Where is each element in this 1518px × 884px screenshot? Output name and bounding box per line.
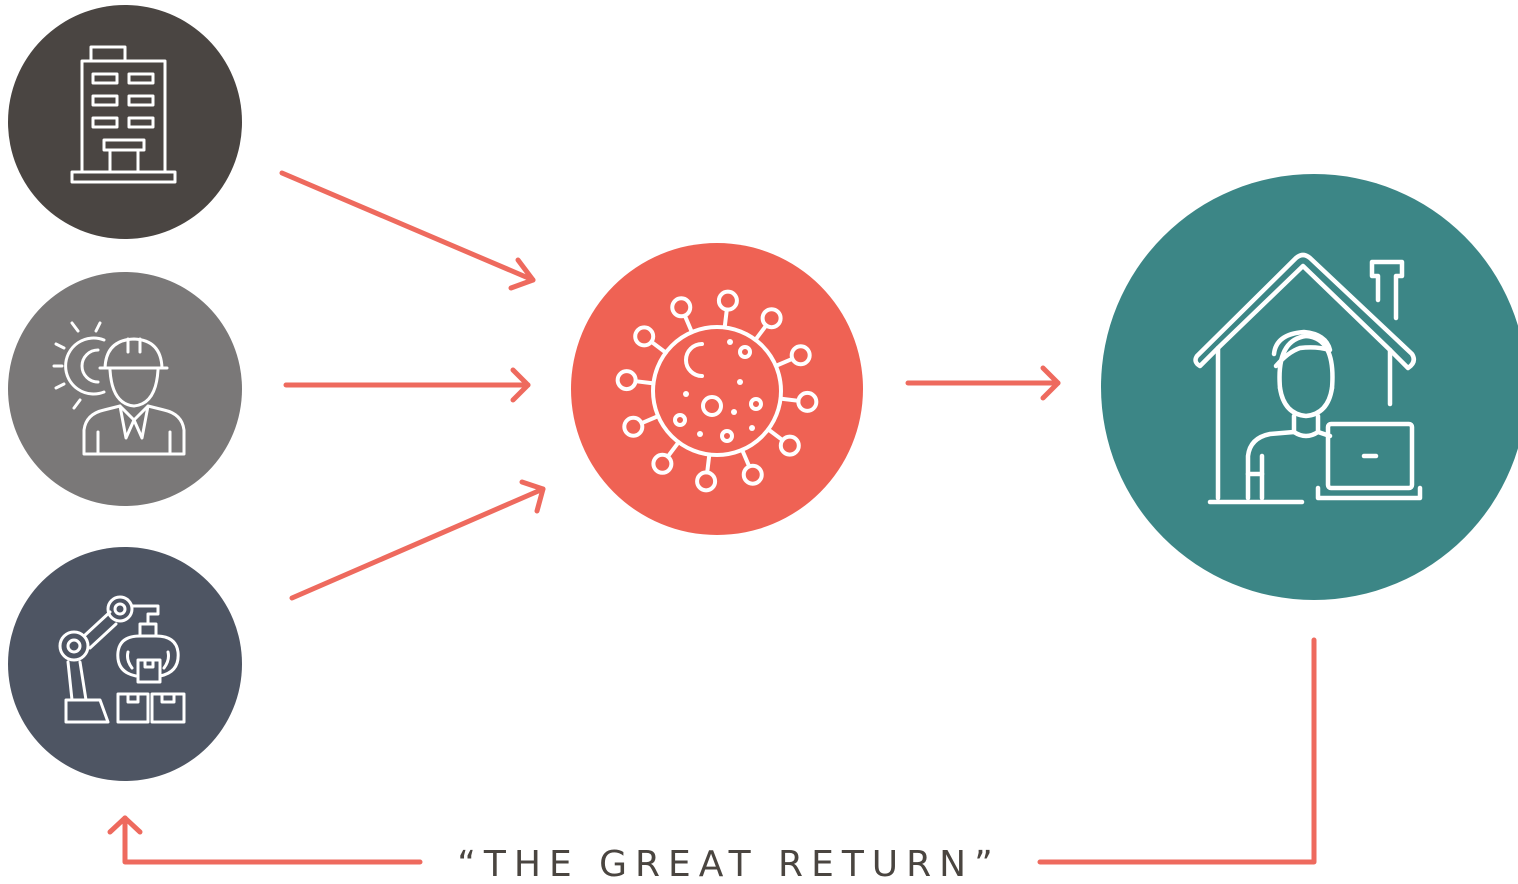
virus-node xyxy=(571,243,863,535)
virus-spike-stem xyxy=(740,447,752,469)
virus-spike-stem xyxy=(778,396,801,403)
arrow-worker-to-virus xyxy=(283,367,531,403)
office-node xyxy=(8,5,242,239)
virus-spike-knob xyxy=(633,325,656,348)
virus-spike-knob xyxy=(695,470,718,493)
virus-spike-stem xyxy=(633,379,656,386)
virus-spike-knob xyxy=(651,452,674,475)
virus-spike-knob xyxy=(796,390,819,413)
worker-node xyxy=(8,272,242,506)
virus-spike-knob xyxy=(741,463,764,486)
virus-spike-stem xyxy=(682,313,694,335)
virus-spike-knob xyxy=(615,369,638,392)
virus-spike-knob xyxy=(670,296,693,319)
coronavirus-icon xyxy=(615,289,819,493)
engineer-worker-icon xyxy=(52,321,186,456)
virus-spike-stem xyxy=(753,323,769,342)
virus-spike-stem xyxy=(639,414,661,426)
virus-spike-stem xyxy=(722,307,729,330)
virus-spike-knob xyxy=(622,415,645,438)
work-from-home-icon xyxy=(1193,252,1423,505)
arrow-virus-to-home xyxy=(905,365,1061,401)
return-loop-arrow xyxy=(107,637,1317,865)
virus-spike-stem xyxy=(649,339,668,355)
virus-spike-stem xyxy=(665,440,681,459)
virus-spike-knob xyxy=(760,307,783,330)
arrow-factory-to-virus xyxy=(289,479,546,601)
virus-spike-knob xyxy=(716,289,739,312)
office-building-icon xyxy=(70,45,177,184)
virus-spike-stem xyxy=(705,452,712,475)
arrow-office-to-virus xyxy=(279,170,536,291)
virus-spike-stem xyxy=(773,356,795,368)
virus-spike-stem xyxy=(766,427,785,443)
robotic-arm-icon xyxy=(58,595,186,724)
virus-spike-knob xyxy=(789,344,812,367)
great-return-label: “THE GREAT RETURN” xyxy=(457,844,1001,884)
factory-node xyxy=(8,547,242,781)
virus-spike-knob xyxy=(778,434,801,457)
home-node xyxy=(1101,174,1518,600)
